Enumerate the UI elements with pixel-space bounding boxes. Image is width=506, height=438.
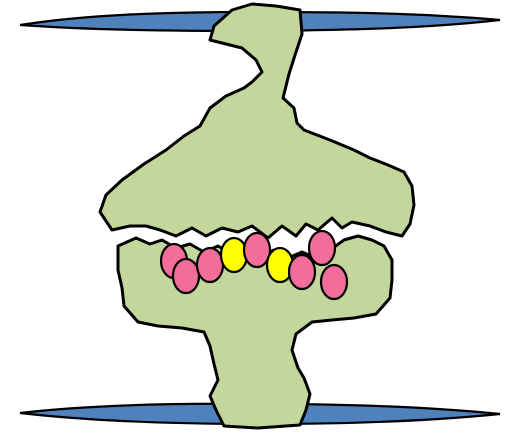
- bead-3: [197, 248, 223, 282]
- upper-blob: [100, 4, 414, 238]
- bead-9: [321, 265, 347, 299]
- bead-2: [173, 259, 199, 293]
- bead-4: [221, 238, 247, 272]
- bead-7: [289, 255, 315, 289]
- bead-8: [309, 231, 335, 265]
